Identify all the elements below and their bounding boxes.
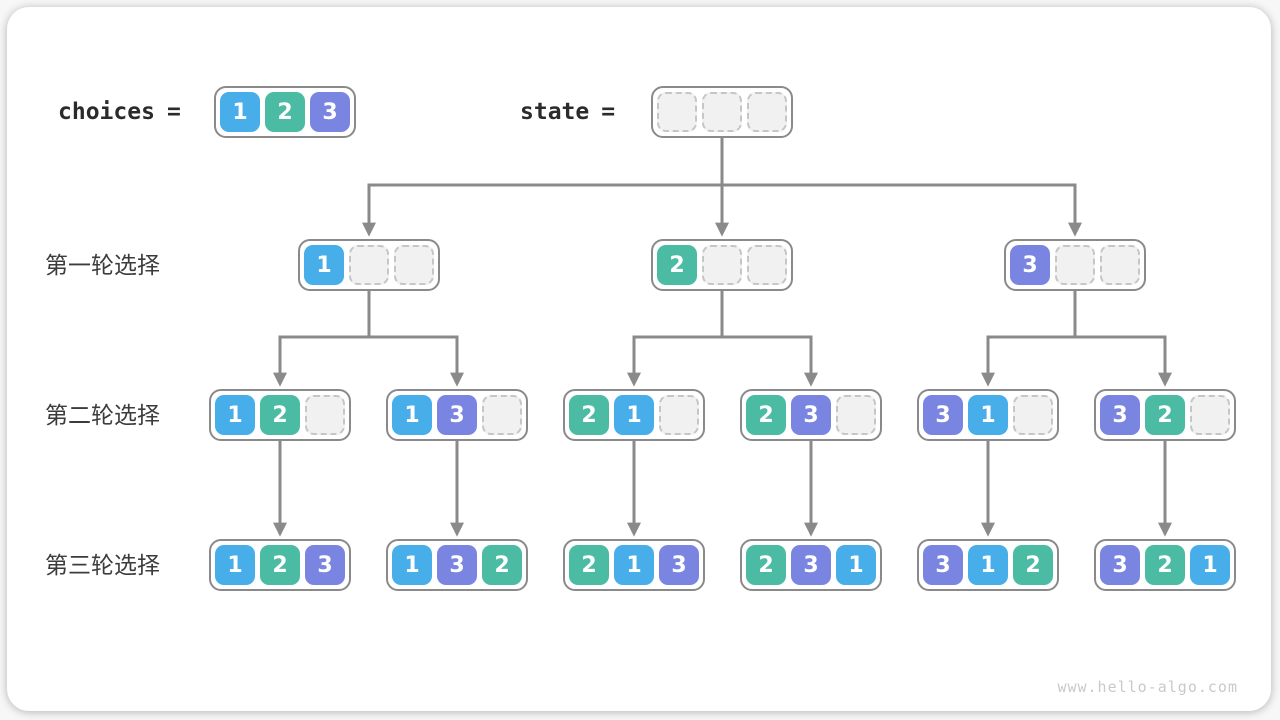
slot-value-3: 3 [437,395,477,435]
equals-sign: = [601,99,616,125]
slot-empty [836,395,876,435]
slot-empty [659,395,699,435]
slot-value-3: 3 [437,545,477,585]
slot-value-2: 2 [260,395,300,435]
slot-value-1: 1 [220,92,260,132]
slot-empty [702,245,742,285]
slot-value-1: 1 [614,395,654,435]
slot-value-2: 2 [1013,545,1053,585]
slot-value-3: 3 [923,545,963,585]
state-node-round1-3: 3 [1004,239,1146,291]
slot-empty [702,92,742,132]
state-node-round1-2: 2 [651,239,793,291]
slot-empty [1100,245,1140,285]
slot-value-2: 2 [569,545,609,585]
choices-label-text: choices [58,99,155,125]
row-label-round-2: 第二轮选择 [45,402,160,428]
state-label: state = [520,86,615,138]
slot-empty [1055,245,1095,285]
slot-value-1: 1 [215,395,255,435]
equals-sign: = [166,99,181,125]
slot-value-1: 1 [215,545,255,585]
slot-empty [747,92,787,132]
slot-value-2: 2 [1145,545,1185,585]
state-label-text: state [520,99,590,125]
slot-value-1: 1 [392,545,432,585]
slot-value-2: 2 [260,545,300,585]
slot-value-3: 3 [659,545,699,585]
slot-value-3: 3 [305,545,345,585]
state-array [651,86,793,138]
slot-value-2: 2 [1145,395,1185,435]
slot-empty [1013,395,1053,435]
slot-value-2: 2 [657,245,697,285]
slot-value-2: 2 [265,92,305,132]
slot-value-1: 1 [1190,545,1230,585]
slot-empty [349,245,389,285]
watermark: www.hello-algo.com [1057,678,1238,696]
slot-value-1: 1 [836,545,876,585]
slot-value-2: 2 [482,545,522,585]
slot-empty [305,395,345,435]
slot-empty [657,92,697,132]
slot-value-2: 2 [746,395,786,435]
slot-empty [482,395,522,435]
slot-value-3: 3 [1100,545,1140,585]
slot-value-1: 1 [614,545,654,585]
slot-empty [394,245,434,285]
choices-label: choices = [58,86,181,138]
slot-value-2: 2 [746,545,786,585]
state-node-round1-1: 1 [298,239,440,291]
row-label-round-3: 第三轮选择 [45,552,160,578]
slot-value-1: 1 [304,245,344,285]
slot-value-3: 3 [923,395,963,435]
slot-value-3: 3 [791,395,831,435]
slot-value-2: 2 [569,395,609,435]
slot-value-3: 3 [310,92,350,132]
slot-value-1: 1 [968,395,1008,435]
slot-value-1: 1 [392,395,432,435]
slot-value-3: 3 [1100,395,1140,435]
row-label-round-1: 第一轮选择 [45,252,160,278]
slot-value-3: 3 [1010,245,1050,285]
slot-empty [747,245,787,285]
slot-empty [1190,395,1230,435]
slot-value-3: 3 [791,545,831,585]
slot-value-1: 1 [968,545,1008,585]
